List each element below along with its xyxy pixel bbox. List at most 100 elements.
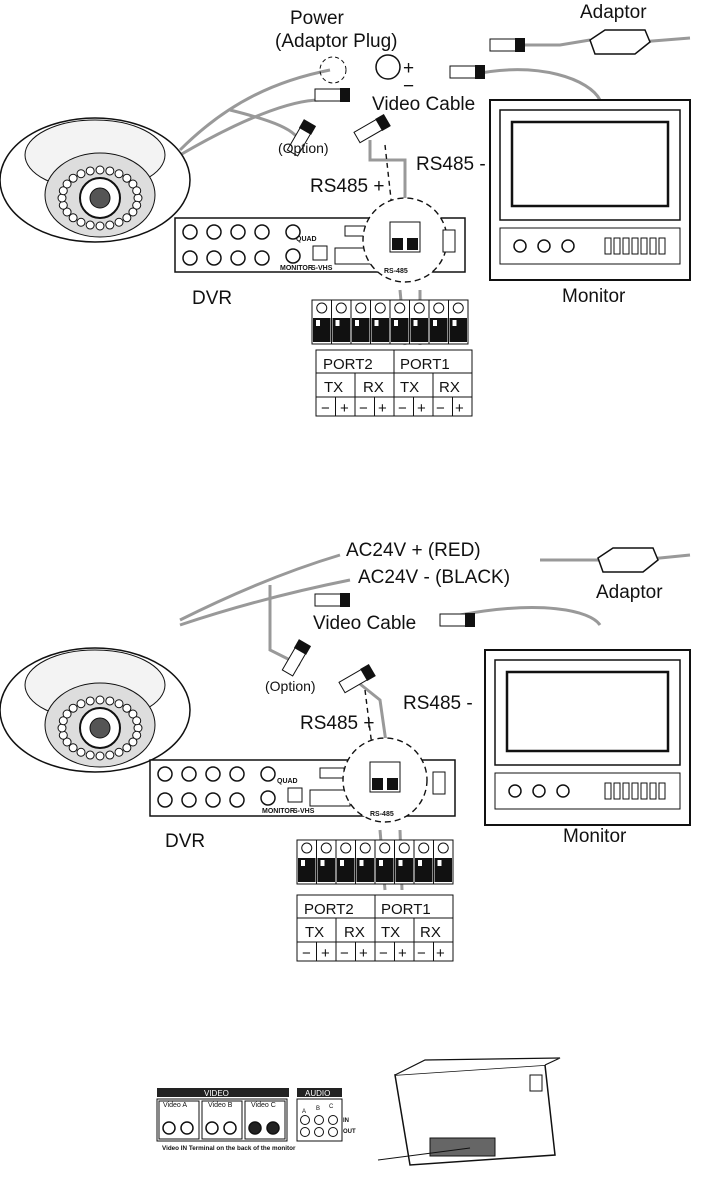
monitor-button bbox=[622, 782, 630, 800]
terminal-body bbox=[395, 858, 413, 882]
bnc-connector bbox=[205, 792, 221, 808]
caption: Video IN Terminal on the back of the mon… bbox=[162, 1145, 296, 1152]
monitor-knob bbox=[513, 239, 527, 253]
monitor-screen bbox=[505, 670, 670, 753]
bnc-quad bbox=[285, 224, 301, 240]
ir-led bbox=[62, 737, 72, 747]
svhs-label: S-VHS bbox=[293, 808, 315, 815]
terminal-hole bbox=[355, 302, 367, 314]
terminal-highlight bbox=[359, 860, 364, 866]
ir-led bbox=[122, 743, 132, 753]
terminal-highlight bbox=[355, 320, 359, 326]
cable bbox=[179, 98, 321, 157]
power-switch bbox=[442, 229, 456, 253]
terminal-hole bbox=[379, 842, 391, 854]
terminal-highlight bbox=[340, 860, 344, 866]
adaptor-icon bbox=[597, 547, 659, 573]
ir-led bbox=[57, 193, 67, 203]
terminal-screw bbox=[407, 238, 418, 250]
rx-label: RX bbox=[344, 924, 365, 941]
ir-led bbox=[114, 217, 124, 227]
terminal-body bbox=[415, 858, 433, 882]
option-label: (Option) bbox=[265, 678, 316, 694]
tx-label: TX bbox=[305, 924, 324, 941]
polarity: + bbox=[398, 945, 407, 962]
rs485-minus-label: RS485 - bbox=[416, 154, 486, 175]
video-connector bbox=[205, 1121, 219, 1135]
bnc-connector bbox=[182, 224, 198, 240]
ir-led bbox=[133, 193, 143, 203]
ir-led bbox=[128, 737, 138, 747]
plug-icon bbox=[286, 119, 317, 157]
ir-led bbox=[128, 207, 138, 217]
audio-connector bbox=[328, 1127, 338, 1137]
terminal-hole bbox=[418, 842, 430, 854]
ir-led bbox=[114, 169, 124, 179]
terminal-hole bbox=[413, 302, 425, 314]
polarity: − bbox=[417, 945, 426, 962]
bnc-connector bbox=[206, 224, 222, 240]
svhs-label: S-VHS bbox=[311, 265, 333, 272]
ir-led bbox=[68, 173, 78, 183]
terminal-body bbox=[356, 858, 374, 882]
ir-led bbox=[62, 709, 72, 719]
polarity: + bbox=[455, 400, 464, 417]
rs485-plus-label: RS485 + bbox=[300, 713, 374, 734]
plug-callout bbox=[319, 56, 347, 84]
ir-led bbox=[68, 743, 78, 753]
terminal-body bbox=[434, 858, 452, 882]
ir-led bbox=[132, 716, 142, 726]
terminal-body bbox=[337, 858, 355, 882]
video-a-label: Video A bbox=[163, 1102, 187, 1109]
ir-led bbox=[132, 200, 142, 210]
rs485-port-label: RS-485 bbox=[384, 268, 408, 275]
monitor-back-top bbox=[394, 1057, 561, 1076]
monitor-button bbox=[613, 782, 621, 800]
bnc-connector bbox=[181, 766, 197, 782]
terminal-body bbox=[410, 318, 428, 342]
terminal-hole bbox=[320, 842, 332, 854]
video-header: VIDEO bbox=[204, 1089, 229, 1098]
diagram-2: AC24V + (RED) AC24V - (BLACK) Adaptor Vi… bbox=[165, 540, 663, 962]
terminal-body bbox=[391, 318, 409, 342]
rx-label: RX bbox=[439, 379, 460, 396]
audio-c: C bbox=[329, 1104, 334, 1110]
audio-a: A bbox=[302, 1109, 306, 1115]
video-connector bbox=[248, 1121, 262, 1135]
terminal-hole bbox=[374, 302, 386, 314]
ir-led bbox=[132, 186, 142, 196]
monitor-label: Monitor bbox=[563, 826, 627, 847]
plug-icon bbox=[314, 88, 350, 102]
terminal-hole bbox=[316, 302, 328, 314]
terminal-hole bbox=[301, 842, 313, 854]
monitor-button bbox=[604, 237, 612, 255]
monitor-knob bbox=[556, 784, 570, 798]
minus-label: − bbox=[403, 76, 414, 97]
quad-label: QUAD bbox=[296, 236, 317, 243]
tx-label: TX bbox=[324, 379, 343, 396]
rs485-plus-label: RS485 + bbox=[310, 176, 384, 197]
terminal-highlight bbox=[320, 860, 325, 866]
bnc-connector bbox=[157, 792, 173, 808]
port-table: PORT2 PORT1 TX RX TX RX − + − + − + − + bbox=[321, 356, 464, 417]
adaptor-icon bbox=[589, 29, 651, 55]
plug-icon bbox=[281, 639, 312, 677]
quad-label: QUAD bbox=[277, 778, 298, 785]
polarity: + bbox=[436, 945, 445, 962]
bnc-connector bbox=[182, 250, 198, 266]
bnc-connector bbox=[254, 250, 270, 266]
bnc-connector bbox=[206, 250, 222, 266]
terminal-body bbox=[317, 858, 335, 882]
bnc-connector bbox=[230, 224, 246, 240]
terminal-highlight bbox=[437, 860, 442, 866]
terminal-screw bbox=[372, 778, 383, 790]
ir-led bbox=[68, 703, 78, 713]
ir-led bbox=[76, 747, 86, 757]
audio-out-label: OUT bbox=[343, 1129, 356, 1135]
port2-header: PORT2 bbox=[323, 356, 373, 373]
camera-lens-center bbox=[89, 717, 111, 739]
video-connector bbox=[162, 1121, 176, 1135]
ir-led bbox=[76, 217, 86, 227]
polarity: + bbox=[340, 400, 349, 417]
bnc-connector bbox=[157, 766, 173, 782]
